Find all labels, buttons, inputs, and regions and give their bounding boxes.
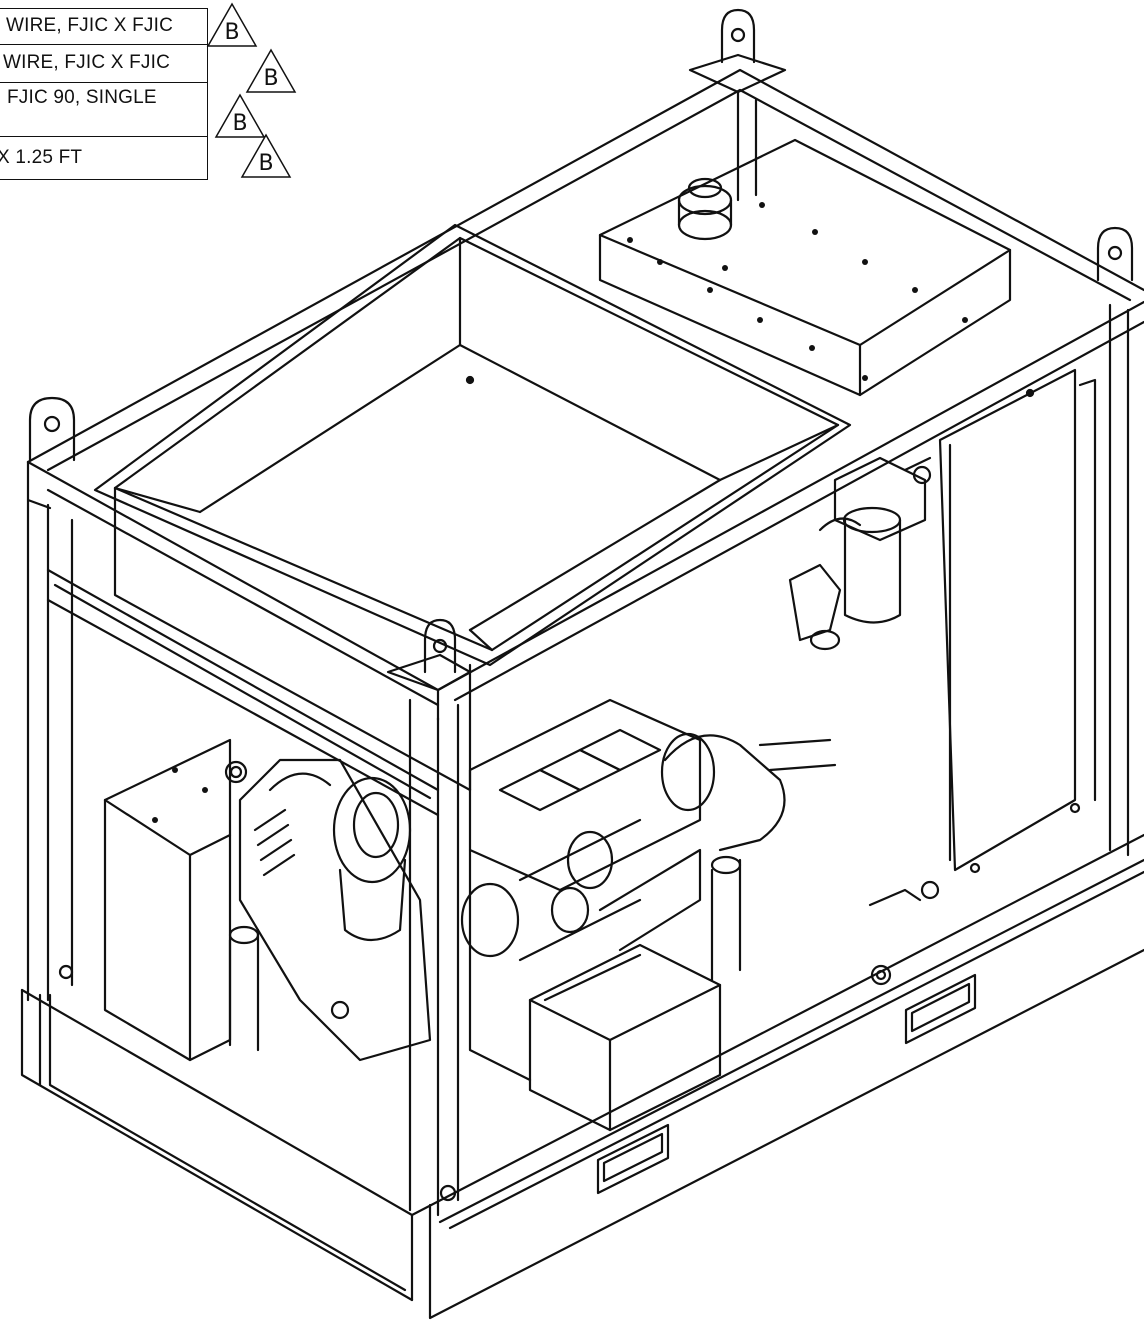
engine: [238, 698, 837, 1082]
revision-letter: B: [258, 151, 274, 176]
revision-triangle: B: [214, 93, 266, 139]
revision-triangle: B: [245, 48, 297, 94]
bom-row: X 1.25 FT: [0, 136, 208, 180]
corner-posts: [26, 90, 1130, 1217]
revision-triangle: B: [240, 133, 292, 179]
revision-letter: B: [263, 66, 279, 91]
side-panel: [938, 368, 1097, 874]
bom-row: WIRE, FJIC X FJIC: [0, 44, 208, 84]
mounts: [228, 855, 940, 1052]
bom-row-text: FJIC 90, SINGLE: [7, 87, 157, 108]
battery: [528, 943, 722, 1132]
bom-row-text: X 1.25 FT: [0, 147, 83, 168]
revision-letter: B: [232, 111, 248, 136]
revision-letter: B: [224, 20, 240, 45]
reservoir: [598, 138, 1012, 397]
hopper-tank: [93, 223, 852, 792]
bom-row-text: WIRE, FJIC X FJIC: [6, 15, 174, 36]
bom-row: FJIC 90, SINGLE: [0, 82, 208, 138]
revision-triangle: B: [206, 2, 258, 48]
top-frame: [26, 68, 1144, 817]
cooler: [103, 738, 248, 1062]
hydraulic-filter: [788, 456, 932, 651]
bom-row: WIRE, FJIC X FJIC: [0, 8, 208, 46]
bom-row-text: WIRE, FJIC X FJIC: [3, 52, 171, 73]
base-skid: [20, 833, 1144, 1320]
